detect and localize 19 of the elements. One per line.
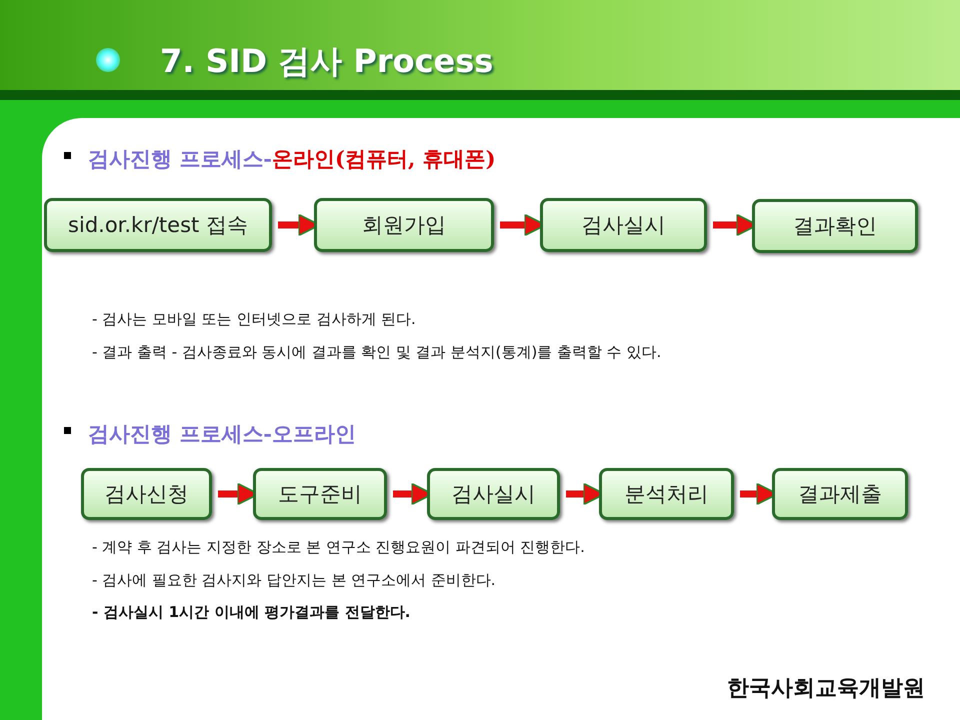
note: - 검사에 필요한 검사지와 답안지는 본 연구소에서 준비한다. — [92, 571, 496, 590]
process-box: 검사실시 — [427, 468, 560, 520]
section-heading: 검사진행 프로세스-오프라인 — [88, 420, 356, 448]
process-box: 결과제출 — [772, 468, 908, 520]
process-box: 도구준비 — [253, 468, 387, 520]
title: 7. SID 검사 Process — [160, 41, 494, 82]
process-box: 검사신청 — [81, 468, 212, 520]
process-box: 결과확인 — [752, 199, 918, 253]
note: - 계약 후 검사는 지정한 장소로 본 연구소 진행요원이 파견되어 진행한다. — [92, 538, 585, 557]
process-box: 회원가입 — [314, 198, 494, 252]
organization-name: 한국사회교육개발원 — [727, 675, 925, 703]
process-box: 분석처리 — [599, 468, 734, 520]
note: - 검사실시 1시간 이내에 평가결과를 전달한다. — [92, 603, 410, 622]
note: - 결과 출력 - 검사종료와 동시에 결과를 확인 및 결과 분석지(통계)를 출력할 수 있다. — [92, 343, 662, 362]
process-box: sid.or.kr/test 접속 — [44, 198, 272, 252]
note: - 검사는 모바일 또는 인터넷으로 검사하게 된다. — [92, 310, 416, 329]
process-box: 검사실시 — [540, 198, 707, 252]
section-heading: 검사진행 프로세스- — [88, 145, 272, 173]
section-heading: 온라인(컴퓨터, 휴대폰) — [272, 145, 496, 173]
